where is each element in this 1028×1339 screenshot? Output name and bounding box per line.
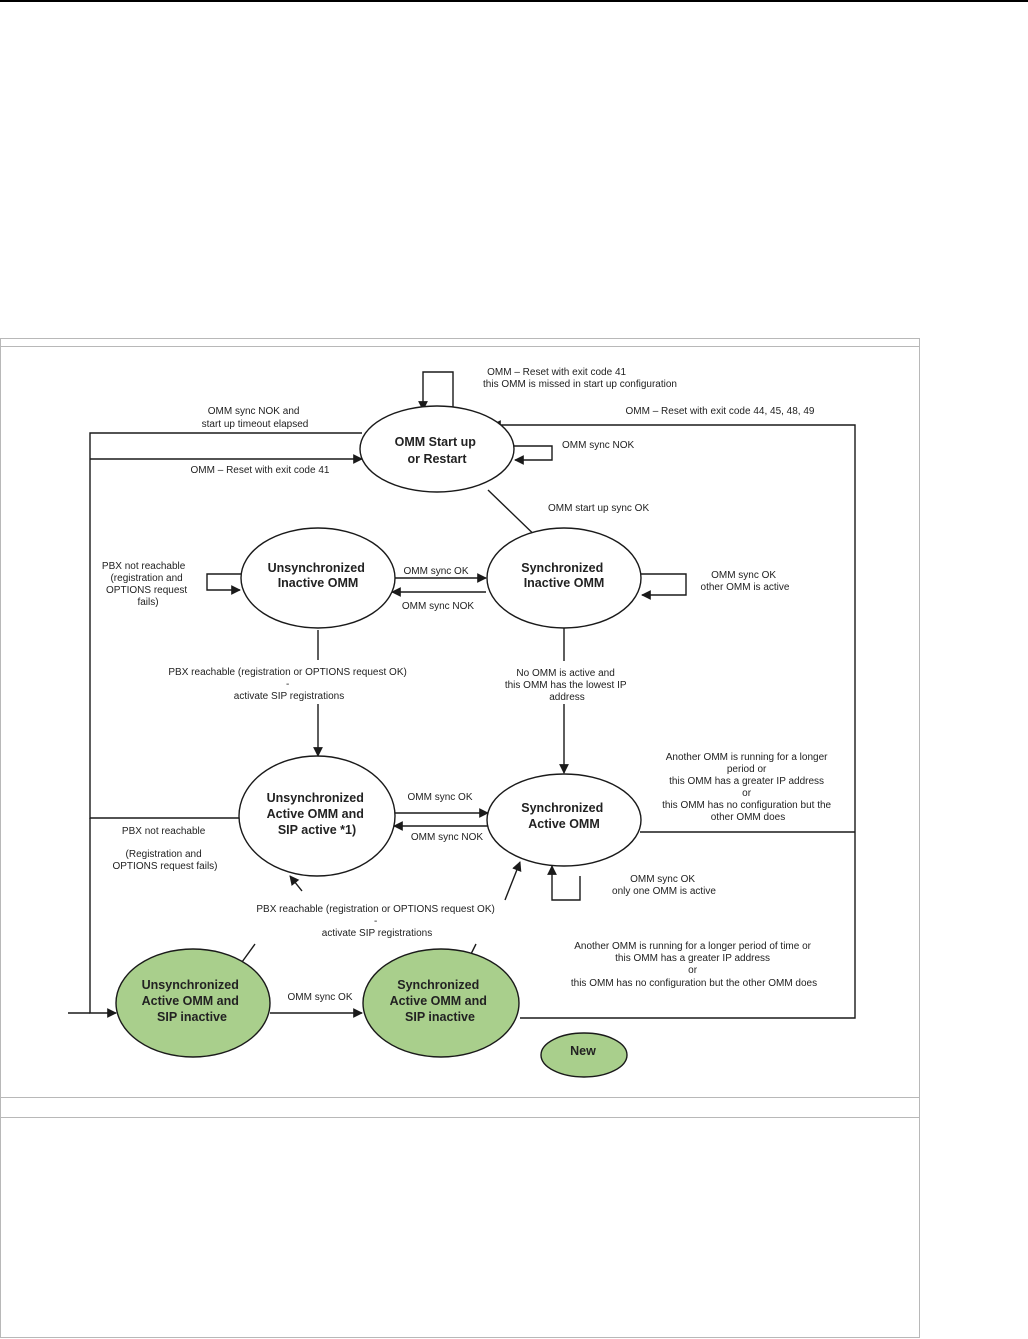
state-start-label: OMM Start up or Restart xyxy=(395,435,480,466)
label-sync-ok-bottom: OMM sync OK xyxy=(287,992,352,1003)
edge-pbx-not-reachable-1 xyxy=(206,573,241,595)
state-sync-active-label: Synchronized Active OMM xyxy=(521,801,606,831)
label-sync-ok-only-one: OMM sync OK only one OMM is active xyxy=(612,874,716,897)
frame-divider-2 xyxy=(0,1117,920,1118)
state-unsync-active-sip-inactive-label: Unsynchronized Active OMM and SIP inacti… xyxy=(142,978,243,1024)
state-unsync-active-sip-label: Unsynchronized Active OMM and SIP active… xyxy=(267,791,368,837)
edge-pbx-reach-2-right xyxy=(504,861,522,901)
frame-top-line-inner xyxy=(0,346,920,347)
label-no-omm-active: No OMM is active and this OMM has the lo… xyxy=(505,668,629,703)
label-sync-nok-1: OMM sync NOK xyxy=(402,601,475,612)
page-top-rule xyxy=(0,0,1028,2)
label-sync-nok-2: OMM sync NOK xyxy=(411,832,484,843)
label-pbx-reachable-1: PBX reachable (registration or OPTIONS r… xyxy=(168,667,409,702)
state-sync-inactive xyxy=(486,527,642,629)
figure-frame xyxy=(0,338,920,1338)
frame-top-line xyxy=(0,338,920,339)
state-sync-active xyxy=(486,773,642,867)
label-start-sync-nok: OMM sync NOK xyxy=(562,440,635,451)
edge-pbx-reach-2-left xyxy=(289,875,303,892)
state-unsync-inactive xyxy=(240,527,396,629)
state-sync-active-sip-inactive-label: Synchronized Active OMM and SIP inactive xyxy=(390,978,491,1024)
legend-new xyxy=(540,1032,628,1078)
state-sync-active-sip-inactive xyxy=(362,948,520,1058)
label-sync-nok-timeout: OMM sync NOK and start up timeout elapse… xyxy=(202,406,309,430)
edge-reset-codes xyxy=(491,420,856,1019)
label-another-longer-1: Another OMM is running for a longer peri… xyxy=(662,752,834,823)
label-reset-codes: OMM – Reset with exit code 44, 45, 48, 4… xyxy=(626,406,815,417)
state-unsync-active-sip-inactive xyxy=(115,948,271,1058)
label-pbx-not-reachable-1: PBX not reachable (registration and OPTI… xyxy=(102,561,190,608)
edge-start-sync-nok xyxy=(513,445,553,465)
label-sync-ok-1: OMM sync OK xyxy=(403,566,468,577)
edge-sync-ok-other xyxy=(641,573,687,600)
label-sync-ok-2: OMM sync OK xyxy=(407,792,472,803)
state-start xyxy=(359,405,515,493)
edge-entry-green-left xyxy=(89,818,117,1018)
edge-green-left-connector xyxy=(241,943,256,963)
state-sync-inactive-label: Synchronized Inactive OMM xyxy=(521,561,606,590)
edge-reset41-self xyxy=(418,371,454,411)
label-reset41-self: OMM – Reset with exit code 41 this OMM i… xyxy=(483,367,677,390)
state-unsync-inactive-label: Unsynchronized Inactive OMM xyxy=(268,561,369,590)
edge-sync-nok-timeout xyxy=(89,432,362,819)
state-unsync-active-sip xyxy=(238,755,396,877)
label-start-sync-ok: OMM start up sync OK xyxy=(548,503,649,514)
legend-new-label: New xyxy=(570,1044,596,1058)
frame-divider-1 xyxy=(0,1097,920,1098)
label-reset41: OMM – Reset with exit code 41 xyxy=(191,465,330,476)
label-pbx-reachable-2: PBX reachable (registration or OPTIONS r… xyxy=(256,904,497,939)
edge-sync-ok-only-one xyxy=(547,865,581,901)
label-another-longer-2: Another OMM is running for a longer peri… xyxy=(571,941,817,989)
label-sync-ok-other: OMM sync OK other OMM is active xyxy=(701,570,790,593)
label-pbx-not-reachable-2: PBX not reachable (Registration and OPTI… xyxy=(112,826,217,872)
